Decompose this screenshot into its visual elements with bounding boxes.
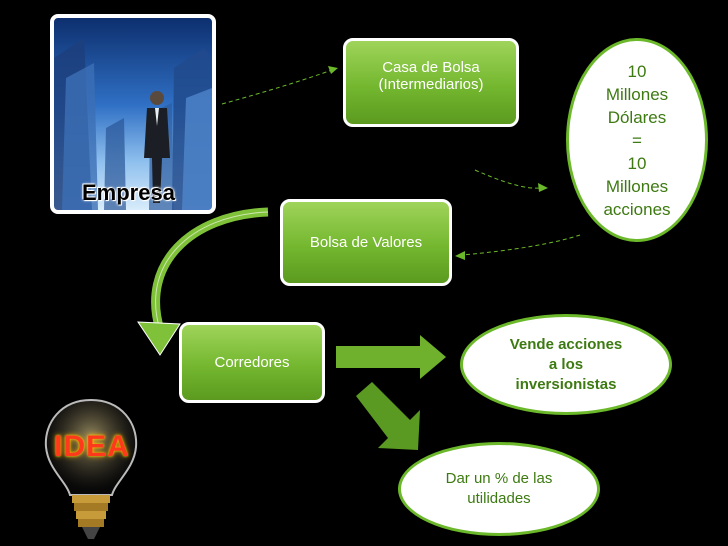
empresa-photo: Empresa bbox=[50, 14, 216, 214]
lightbulb-idea-icon bbox=[44, 398, 138, 539]
equivalence-line: Dólares bbox=[607, 107, 667, 127]
casa-de-bolsa-subtitle: (Intermediarios) bbox=[378, 76, 484, 93]
corredores-box: Corredores bbox=[179, 322, 325, 403]
equivalence-line: acciones bbox=[603, 199, 671, 219]
utilidades-ellipse: Dar un % de las utilidades bbox=[398, 442, 600, 536]
equivalence-ellipse: 10 Millones Dólares = 10 Millones accion… bbox=[566, 38, 708, 242]
corredores-label: Corredores bbox=[214, 354, 290, 371]
utilidades-line: Dar un % de las bbox=[445, 470, 553, 487]
equivalence-line: 10 bbox=[627, 153, 647, 173]
bolsa-de-valores-label: Bolsa de Valores bbox=[309, 234, 423, 251]
casa-de-bolsa-box: Casa de Bolsa (Intermediarios) bbox=[343, 38, 519, 127]
businessman-skyscrapers-image bbox=[54, 38, 212, 210]
vende-line: Vende acciones bbox=[509, 335, 623, 353]
bolsa-de-valores-box: Bolsa de Valores bbox=[280, 199, 452, 286]
equivalence-line: Millones bbox=[605, 176, 669, 196]
casa-de-bolsa-title: Casa de Bolsa bbox=[382, 59, 480, 76]
equivalence-line: 10 bbox=[627, 61, 647, 81]
equivalence-line: = bbox=[632, 130, 642, 150]
idea-text: IDEA bbox=[54, 430, 130, 463]
empresa-label: Empresa bbox=[82, 180, 175, 205]
vende-line: inversionistas bbox=[515, 375, 617, 393]
utilidades-line: utilidades bbox=[467, 490, 531, 507]
vende-acciones-ellipse: Vende acciones a los inversionistas bbox=[460, 314, 672, 415]
vende-line: a los bbox=[548, 355, 584, 373]
equivalence-line: Millones bbox=[605, 84, 669, 104]
